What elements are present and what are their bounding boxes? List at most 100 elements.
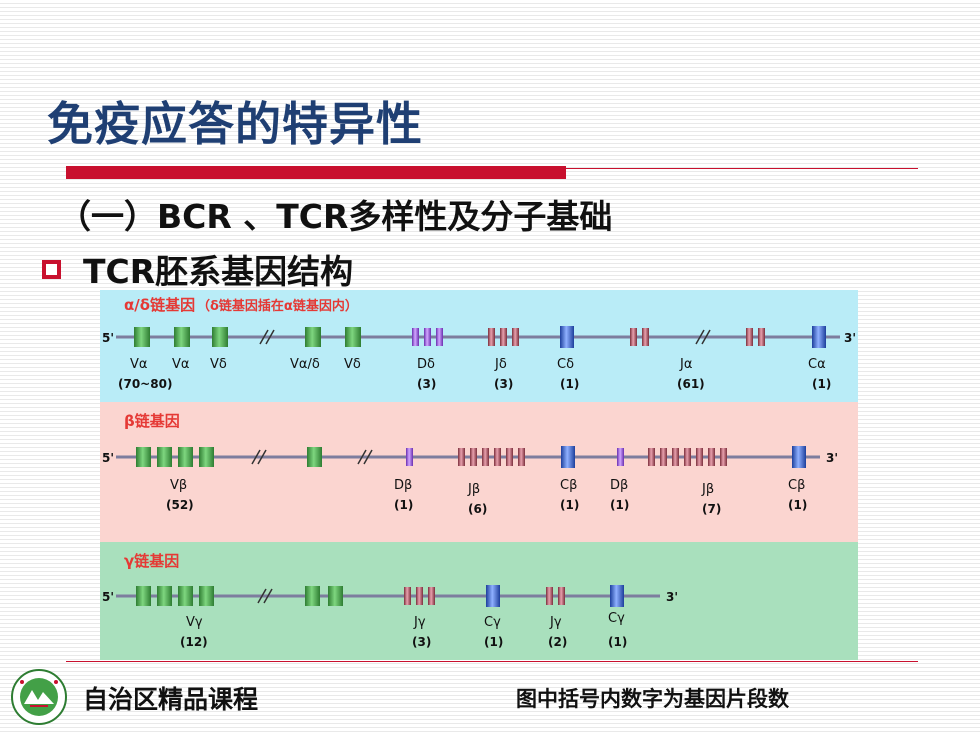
break-mark — [257, 588, 273, 604]
v-segment — [307, 447, 322, 467]
footer-course-label: 自治区精品课程 — [83, 685, 259, 714]
gamma-five-prime: 5' — [102, 590, 114, 604]
j-segment — [404, 587, 411, 605]
segment-count: (1) — [610, 498, 629, 512]
j-segment — [512, 328, 519, 346]
v-segment — [136, 447, 151, 467]
segment-count: (1) — [812, 377, 831, 391]
break-mark — [259, 329, 275, 345]
j-segment — [416, 587, 423, 605]
slide-title: 免疫应答的特异性 — [47, 97, 423, 151]
segment-label: Jβ — [467, 482, 480, 497]
j-segment — [746, 328, 753, 346]
c-segment — [486, 585, 500, 607]
j-segment — [648, 448, 655, 466]
j-segment — [506, 448, 513, 466]
j-segment — [696, 448, 703, 466]
panel-beta-bg — [100, 402, 858, 542]
segment-count: (3) — [494, 377, 513, 391]
segment-label: Cγ — [608, 611, 625, 626]
v-segment — [199, 447, 214, 467]
c-segment — [812, 326, 826, 348]
segment-label: Dβ — [610, 478, 628, 493]
segment-label: Jδ — [494, 357, 507, 372]
segment-count: (52) — [166, 498, 194, 512]
beta-five-prime: 5' — [102, 451, 114, 465]
j-segment — [470, 448, 477, 466]
panel-beta-heading: β链基因 — [124, 412, 180, 430]
v-segment — [136, 586, 151, 606]
segment-label: Dβ — [394, 478, 412, 493]
panel-alpha-note: （δ链基因插在α链基因内） — [197, 298, 358, 314]
j-segment — [500, 328, 507, 346]
v-segment — [134, 327, 150, 347]
segment-label: Vγ — [186, 615, 203, 630]
segment-count: (1) — [560, 377, 579, 391]
j-segment — [642, 328, 649, 346]
break-mark — [357, 449, 373, 465]
panel-gamma-heading: γ链基因 — [124, 552, 179, 570]
j-segment — [720, 448, 727, 466]
j-segment — [494, 448, 501, 466]
break-mark — [695, 329, 711, 345]
v-segment — [174, 327, 190, 347]
segment-label: Cγ — [484, 615, 501, 630]
d-segment — [406, 448, 413, 466]
panel-alpha-heading: α/δ链基因 — [124, 296, 195, 314]
bullet-text: TCR胚系基因结构 — [83, 252, 354, 291]
d-segment — [436, 328, 443, 346]
segment-label: Jβ — [701, 482, 714, 497]
j-segment — [630, 328, 637, 346]
v-segment — [305, 327, 321, 347]
beta-three-prime: 3' — [826, 451, 838, 465]
segment-count: (6) — [468, 502, 487, 516]
c-segment — [560, 326, 574, 348]
c-segment — [610, 585, 624, 607]
v-segment — [178, 586, 193, 606]
slide-subtitle: （一）BCR 、TCR多样性及分子基础 — [58, 197, 613, 236]
j-segment — [684, 448, 691, 466]
j-segment — [708, 448, 715, 466]
segment-count: (7) — [702, 502, 721, 516]
title-divider-line — [66, 168, 918, 169]
c-segment — [561, 446, 575, 468]
j-segment — [458, 448, 465, 466]
segment-count: (61) — [677, 377, 705, 391]
segment-label: Jα — [679, 357, 692, 372]
tcr-gene-figure: α/δ链基因 （δ链基因插在α链基因内） 5' 3' Vα Vα Vδ Vα/δ… — [100, 290, 858, 660]
segment-label: Jγ — [549, 615, 562, 630]
j-segment — [660, 448, 667, 466]
v-segment — [305, 586, 320, 606]
break-mark — [251, 449, 267, 465]
j-segment — [758, 328, 765, 346]
segment-count: (1) — [394, 498, 413, 512]
c-segment — [792, 446, 806, 468]
segment-label: Vα — [172, 357, 189, 372]
segment-label: Cβ — [788, 478, 805, 493]
footer-note: 图中括号内数字为基因片段数 — [516, 687, 789, 711]
segment-label: Dδ — [417, 357, 435, 372]
bullet-item: TCR胚系基因结构 — [42, 245, 353, 293]
segment-count: (12) — [180, 635, 208, 649]
segment-label: Vδ — [344, 357, 361, 372]
segment-label: Cβ — [560, 478, 577, 493]
segment-count: (3) — [417, 377, 436, 391]
d-segment — [412, 328, 419, 346]
title-underline-bar — [66, 166, 566, 179]
v-segment — [345, 327, 361, 347]
university-seal-icon — [10, 668, 68, 726]
v-segment — [212, 327, 228, 347]
v-segment — [199, 586, 214, 606]
d-segment — [424, 328, 431, 346]
segment-count: (1) — [560, 498, 579, 512]
v-segment — [157, 586, 172, 606]
segment-count: (1) — [608, 635, 627, 649]
segment-label: Jγ — [413, 615, 426, 630]
alpha-five-prime: 5' — [102, 331, 114, 345]
j-segment — [558, 587, 565, 605]
panel-gamma-bg — [100, 542, 858, 660]
segment-label: Vα/δ — [290, 357, 320, 372]
segment-label: Vα — [130, 357, 147, 372]
segment-count: (70~80) — [118, 377, 172, 391]
j-segment — [482, 448, 489, 466]
